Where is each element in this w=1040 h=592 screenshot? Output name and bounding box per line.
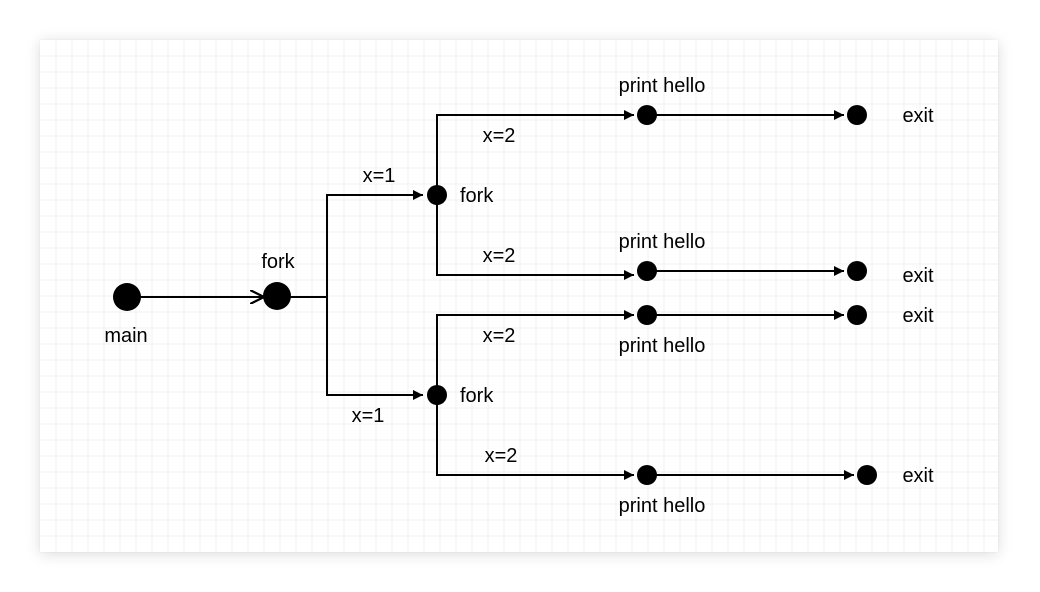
fork-node-upper (427, 185, 447, 205)
print-node-4 (637, 465, 657, 485)
edge-label-x2-3: x=2 (483, 325, 516, 347)
exit-node-4 (857, 465, 877, 485)
main-label: main (104, 325, 147, 347)
edge-lower-fork-to-print-3 (436, 310, 634, 395)
exit-label-3: exit (902, 305, 934, 327)
edge-label-x1-lower: x=1 (352, 405, 385, 427)
fork-label-root: fork (261, 251, 295, 273)
edges (127, 110, 854, 480)
exit-label-1: exit (902, 105, 934, 127)
fork-label-upper: fork (460, 185, 494, 207)
print-node-1 (637, 105, 657, 125)
exit-node-2 (847, 261, 867, 281)
edge-label-x1-upper: x=1 (363, 165, 396, 187)
main-node (113, 283, 141, 311)
exit-label-2: exit (902, 265, 934, 287)
print-label-1: print hello (619, 75, 706, 97)
edge-label-x2-1: x=2 (483, 125, 516, 147)
edge-lower-fork-to-print-4 (436, 395, 634, 480)
edge-upper-fork-to-print-2 (436, 195, 634, 280)
edge-label-x2-2: x=2 (483, 245, 516, 267)
edge-fork-to-lower-fork (326, 297, 423, 400)
edge-fork-to-upper-fork (277, 190, 423, 298)
fork-label-lower: fork (460, 385, 494, 407)
print-node-2 (637, 261, 657, 281)
edge-label-x2-4: x=2 (485, 445, 518, 467)
edge-upper-fork-to-print-1 (436, 110, 634, 195)
print-label-2: print hello (619, 231, 706, 253)
print-node-3 (637, 305, 657, 325)
fork-node-lower (427, 385, 447, 405)
fork-node-root (263, 282, 291, 310)
exit-node-3 (847, 305, 867, 325)
print-label-4: print hello (619, 495, 706, 517)
exit-label-4: exit (902, 465, 934, 487)
print-label-3: print hello (619, 335, 706, 357)
exit-node-1 (847, 105, 867, 125)
nodes (113, 105, 877, 485)
labels: main fork fork fork x=1 x=1 x=2 x=2 x=2 … (104, 75, 934, 517)
